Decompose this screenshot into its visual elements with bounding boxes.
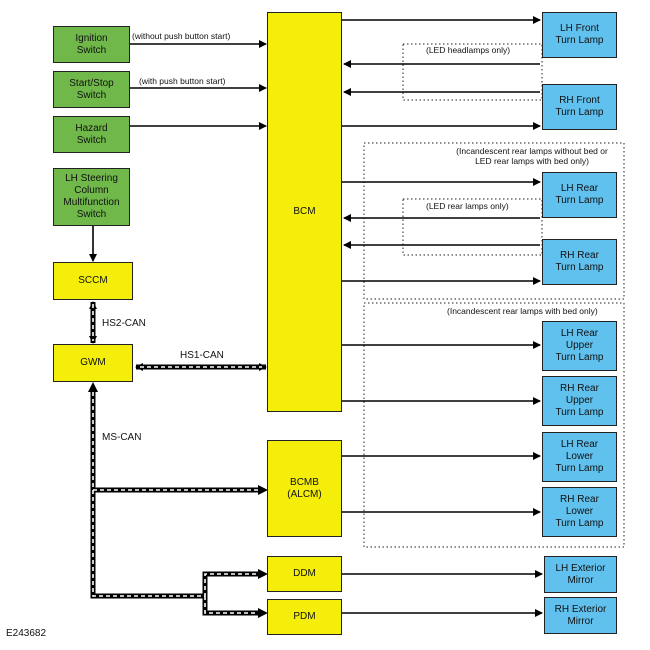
sccm-module: SCCM [53, 262, 133, 300]
lh-exterior-mirror: LH Exterior Mirror [544, 556, 617, 593]
start-stop-switch-label: Start/Stop Switch [69, 77, 114, 101]
led-headlamps-region [402, 43, 543, 101]
ddm-label: DDM [293, 568, 316, 579]
ms-can-arrow-pdm [258, 608, 268, 618]
note-led-rear: (LED rear lamps only) [426, 201, 509, 211]
sccm-label: SCCM [78, 275, 108, 286]
ignition-switch-label: Ignition Switch [75, 32, 108, 56]
lh-rear-upper-turn-lamp: LH Rear Upper Turn Lamp [542, 321, 617, 371]
rh-rear-lower-turn-lamp: RH Rear Lower Turn Lamp [542, 487, 617, 537]
note-incandescent-bed: (Incandescent rear lamps with bed only) [447, 306, 598, 316]
pdm-module: PDM [267, 599, 342, 635]
hs2-can-label: HS2-CAN [102, 318, 146, 329]
hs1-can-label: HS1-CAN [180, 350, 224, 361]
rh-exterior-mirror-label: RH Exterior Mirror [554, 603, 607, 627]
note-led-headlamps: (LED headlamps only) [426, 45, 511, 55]
start-stop-switch: Start/Stop Switch [53, 71, 130, 108]
steering-column-switch-label: LH Steering Column Multifunction Switch [63, 173, 120, 220]
bcmb-label: BCMB (ALCM) [287, 476, 322, 500]
note-incandescent-no-bed: (Incandescent rear lamps without bed or … [456, 146, 608, 166]
hazard-switch: Hazard Switch [53, 116, 130, 153]
bcm-label: BCM [293, 206, 316, 217]
rh-rear-lower-turn-lamp-label: RH Rear Lower Turn Lamp [555, 494, 604, 529]
lh-rear-turn-lamp: LH Rear Turn Lamp [542, 172, 617, 218]
rh-exterior-mirror: RH Exterior Mirror [544, 597, 617, 634]
ms-can-arrow-bcmb [258, 485, 268, 495]
gwm-module: GWM [53, 344, 133, 382]
rh-front-turn-lamp-label: RH Front Turn Lamp [555, 95, 604, 118]
lh-exterior-mirror-label: LH Exterior Mirror [555, 562, 606, 586]
note-with-push-button: (with push button start) [139, 76, 226, 86]
rh-rear-turn-lamp: RH Rear Turn Lamp [542, 239, 617, 285]
lh-rear-turn-lamp-label: LH Rear Turn Lamp [555, 183, 604, 206]
ddm-module: DDM [267, 556, 342, 592]
rh-rear-turn-lamp-label: RH Rear Turn Lamp [555, 250, 604, 273]
gwm-label: GWM [80, 357, 106, 368]
lh-front-turn-lamp: LH Front Turn Lamp [542, 12, 617, 58]
ms-can-line [90, 387, 262, 616]
led-rear-region [402, 198, 543, 256]
ms-can-arrow-ddm [258, 569, 268, 579]
pdm-label: PDM [293, 611, 316, 622]
rh-front-turn-lamp: RH Front Turn Lamp [542, 84, 617, 130]
bcmb-module: BCMB (ALCM) [267, 440, 342, 537]
bcm-module: BCM [267, 12, 342, 412]
lh-rear-lower-turn-lamp: LH Rear Lower Turn Lamp [542, 432, 617, 482]
note-without-push-button: (without push button start) [132, 31, 231, 41]
lh-front-turn-lamp-label: LH Front Turn Lamp [555, 23, 604, 46]
lh-rear-upper-turn-lamp-label: LH Rear Upper Turn Lamp [555, 328, 604, 363]
rh-rear-upper-turn-lamp-label: RH Rear Upper Turn Lamp [555, 383, 604, 418]
ms-can-label: MS-CAN [102, 432, 142, 443]
lh-rear-lower-turn-lamp-label: LH Rear Lower Turn Lamp [555, 439, 604, 474]
rh-rear-upper-turn-lamp: RH Rear Upper Turn Lamp [542, 376, 617, 426]
ignition-switch: Ignition Switch [53, 26, 130, 63]
steering-column-switch: LH Steering Column Multifunction Switch [53, 168, 130, 226]
ms-can-arrow-gwm [88, 382, 98, 392]
figure-id: E243682 [6, 628, 47, 639]
hazard-switch-label: Hazard Switch [75, 122, 108, 146]
